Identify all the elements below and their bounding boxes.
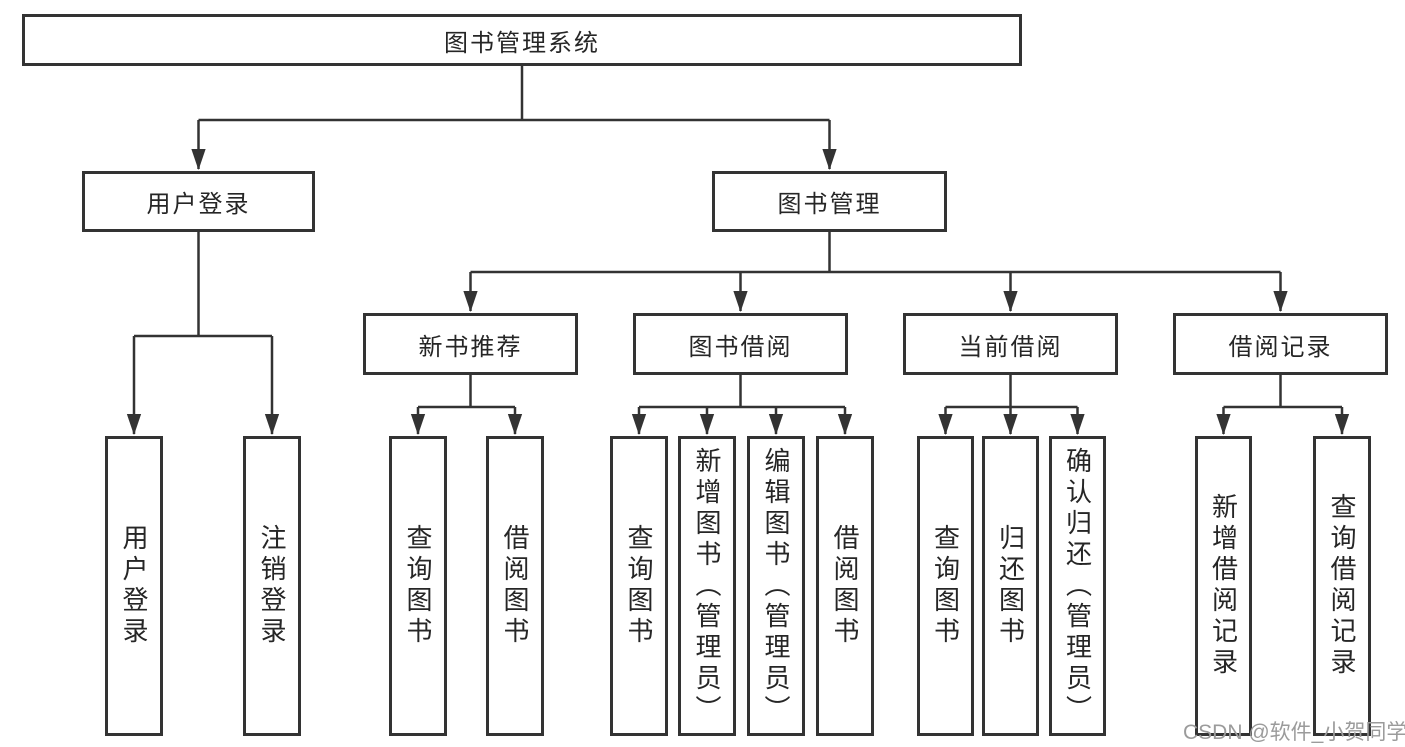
node-leaf-current-confirm-label: 确认归还（管理员）	[1062, 446, 1093, 726]
node-new-book-recommend: 新书推荐	[363, 313, 578, 375]
node-leaf-newbook-borrow: 借阅图书	[486, 436, 544, 736]
node-leaf-borrow-borrow: 借阅图书	[816, 436, 874, 736]
node-leaf-record-add-label: 新增借阅记录	[1208, 493, 1239, 679]
node-library-management-system-label: 图书管理系统	[444, 29, 600, 57]
node-leaf-borrow-borrow-label: 借阅图书	[830, 524, 860, 648]
node-borrow-record-label: 借阅记录	[1228, 333, 1333, 361]
node-library-management-system: 图书管理系统	[22, 14, 1022, 66]
node-leaf-record-query-label: 查询借阅记录	[1327, 493, 1357, 679]
node-leaf-newbook-query: 查询图书	[389, 436, 447, 736]
node-leaf-current-return: 归还图书	[982, 436, 1039, 736]
csdn-watermark: CSDN @软件_小贺同学	[1183, 721, 1405, 744]
node-leaf-user-login: 用户登录	[105, 436, 163, 736]
node-leaf-logout: 注销登录	[243, 436, 301, 736]
node-book-management-label: 图书管理	[777, 191, 882, 218]
node-leaf-borrow-edit: 编辑图书（管理员）	[747, 436, 805, 736]
node-borrow-record: 借阅记录	[1173, 313, 1388, 375]
node-current-borrow-label: 当前借阅	[958, 333, 1063, 361]
node-leaf-borrow-add: 新增图书（管理员）	[678, 436, 736, 736]
node-leaf-record-add: 新增借阅记录	[1195, 436, 1252, 736]
node-leaf-current-query: 查询图书	[917, 436, 974, 736]
node-current-borrow: 当前借阅	[903, 313, 1118, 375]
node-leaf-current-return-label: 归还图书	[995, 524, 1026, 648]
node-book-borrow: 图书借阅	[633, 313, 848, 375]
node-book-management: 图书管理	[712, 171, 947, 232]
node-user-login-label: 用户登录	[146, 191, 251, 218]
node-leaf-current-query-label: 查询图书	[930, 524, 961, 648]
node-leaf-borrow-add-label: 新增图书（管理员）	[692, 446, 722, 726]
node-leaf-borrow-query: 查询图书	[610, 436, 668, 736]
node-new-book-recommend-label: 新书推荐	[418, 333, 523, 361]
node-leaf-logout-label: 注销登录	[257, 524, 287, 648]
node-leaf-user-login-label: 用户登录	[119, 524, 149, 648]
node-book-borrow-label: 图书借阅	[688, 333, 793, 361]
node-user-login: 用户登录	[82, 171, 315, 232]
node-leaf-borrow-edit-label: 编辑图书（管理员）	[761, 446, 791, 726]
node-leaf-record-query: 查询借阅记录	[1313, 436, 1371, 736]
node-leaf-newbook-borrow-label: 借阅图书	[500, 524, 530, 648]
node-leaf-borrow-query-label: 查询图书	[624, 524, 654, 648]
node-leaf-current-confirm: 确认归还（管理员）	[1049, 436, 1106, 736]
node-leaf-newbook-query-label: 查询图书	[403, 524, 433, 648]
